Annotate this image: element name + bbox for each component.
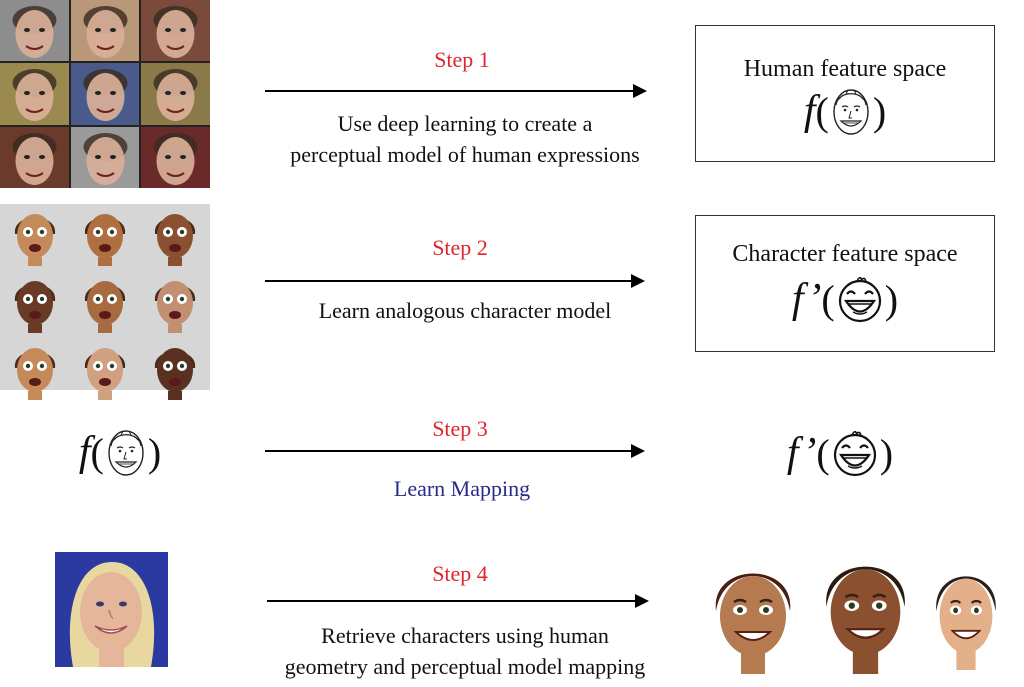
step-3-caption: Learn Mapping: [393, 476, 531, 501]
retrieved-character-1: [715, 573, 791, 674]
step-2-caption-line-1: Learn analogous character model: [318, 298, 612, 323]
step-4-label: Step 4: [432, 561, 488, 586]
character-feature-formula: f’ ( ): [791, 274, 899, 324]
step-4-caption: Retrieve characters using human geometry…: [235, 620, 695, 682]
retrieved-character-2: [826, 566, 905, 674]
human-photo-7: [0, 126, 69, 188]
step-1-caption: Use deep learning to create a perceptual…: [235, 108, 695, 170]
human-photo-9: [141, 126, 210, 188]
step-1-caption-line-1: Use deep learning to create a: [337, 111, 593, 136]
character-face-4: [0, 271, 70, 338]
query-human-photo: [55, 552, 168, 667]
step-3-left-func: f: [78, 429, 91, 475]
character-face-5: [70, 271, 140, 338]
step-2-label: Step 2: [432, 235, 488, 260]
human-photo-2: [70, 0, 140, 62]
step-4-caption-line-1: Retrieve characters using human: [321, 623, 609, 648]
step-4-caption-line-2: geometry and perceptual model mapping: [284, 654, 646, 679]
human-feature-space-title: Human feature space: [743, 56, 947, 82]
step-1-arrow: [265, 84, 647, 98]
human-photo-4: [0, 63, 69, 125]
step-4-arrow: [267, 594, 649, 608]
human-face-icon: [104, 426, 148, 478]
retrieved-character-3: [936, 576, 996, 670]
human-photo-8: [70, 126, 140, 188]
human-face-icon: [829, 85, 873, 137]
step-3-right-func: f’: [786, 430, 817, 476]
human-photo-5: [70, 63, 140, 125]
step-3-right-formula: f’ ( ): [786, 428, 894, 478]
character-laughing-face-icon: [835, 274, 885, 324]
step-2-arrow: [265, 274, 645, 288]
character-face-7: [0, 338, 70, 405]
character-feature-space-box: Character feature space f’ ( ): [695, 215, 995, 352]
step-3-label: Step 3: [432, 416, 488, 441]
character-face-9: [140, 338, 210, 405]
character-face-2: [70, 204, 140, 271]
human-func-symbol: f: [803, 88, 816, 134]
step-1-caption-line-2: perceptual model of human expressions: [290, 142, 640, 167]
character-expression-grid: [0, 204, 210, 400]
character-face-1: [0, 204, 70, 271]
character-face-3: [140, 204, 210, 271]
character-face-8: [70, 338, 140, 405]
human-photo-3: [141, 0, 210, 62]
step-2-caption: Learn analogous character model: [235, 295, 695, 326]
character-feature-space-title: Character feature space: [732, 241, 958, 267]
human-feature-formula: f ( ): [696, 85, 994, 137]
step-3-left-formula: f ( ): [60, 426, 180, 478]
character-face-6: [140, 271, 210, 338]
human-feature-space-box: Human feature space f ( ): [695, 25, 995, 162]
human-photo-6: [141, 63, 210, 125]
step-1-label: Step 1: [434, 47, 490, 72]
human-expression-photo-grid: [0, 0, 210, 188]
character-laughing-face-icon: [830, 428, 880, 478]
step-3-arrow: [265, 444, 645, 458]
human-photo-1: [0, 0, 69, 62]
character-func-symbol: f’: [791, 276, 822, 322]
